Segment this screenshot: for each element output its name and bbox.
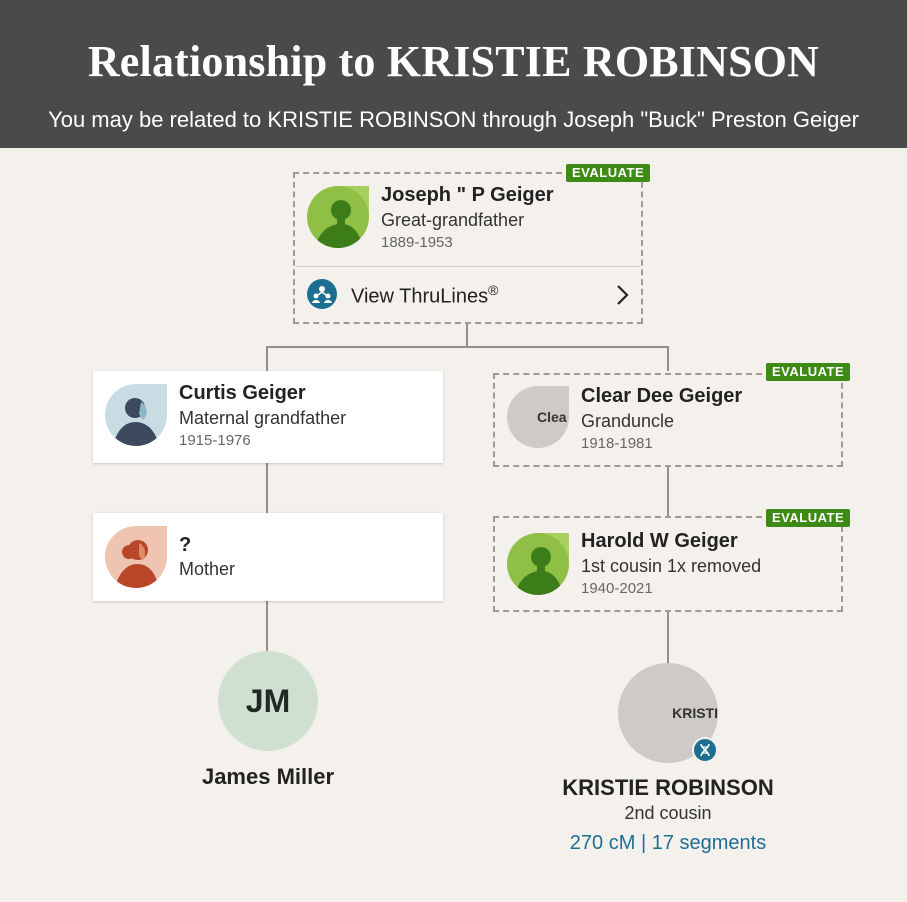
avatar xyxy=(105,384,167,446)
match-relation: 2nd cousin xyxy=(624,803,712,823)
granduncle-name: Clear Dee Geiger xyxy=(581,385,743,407)
ancestor-card[interactable]: EVALUATE Joseph " P Geiger Great-grandfa… xyxy=(293,164,651,324)
male-avatar-icon xyxy=(507,533,569,595)
page-title: Relationship to KRISTIE ROBINSON xyxy=(87,37,820,86)
thrulines-label-wrap: View ThruLines® xyxy=(351,282,498,309)
dna-icon xyxy=(692,737,718,763)
connector-line xyxy=(266,346,268,371)
connector-line xyxy=(266,463,268,513)
parent-name: ? xyxy=(179,534,192,556)
ancestor-name: Joseph " P Geiger xyxy=(381,184,554,206)
connector-line xyxy=(667,612,669,664)
card-divider xyxy=(295,266,641,267)
evaluate-badge[interactable]: EVALUATE xyxy=(766,363,851,381)
grandparent-relation: Maternal grandfather xyxy=(179,408,347,428)
grandparent-dates: 1915-1976 xyxy=(179,432,251,449)
grandparent-name: Curtis Geiger xyxy=(179,382,306,404)
evaluate-badge[interactable]: EVALUATE xyxy=(766,509,851,527)
cousin-relation: 1st cousin 1x removed xyxy=(581,556,762,576)
granduncle-card[interactable]: Clea EVALUATE Clear Dee Geiger Granduncl… xyxy=(493,363,851,467)
cousin-dates: 1940-2021 xyxy=(581,580,653,597)
male-avatar-icon xyxy=(307,186,369,248)
grandparent-card[interactable]: Curtis Geiger Maternal grandfather 1915-… xyxy=(93,371,443,463)
ancestor-relation: Great-grandfather xyxy=(381,210,525,230)
granduncle-dates: 1918-1981 xyxy=(581,435,653,452)
avatar xyxy=(307,186,369,248)
self-name: James Miller xyxy=(201,764,335,789)
page-header: Relationship to KRISTIE ROBINSON You may… xyxy=(0,0,907,148)
match-name[interactable]: KRISTIE ROBINSON xyxy=(562,775,774,800)
parent-relation: Mother xyxy=(179,559,236,579)
thrulines-label: View ThruLines xyxy=(351,285,489,308)
connector-line xyxy=(466,323,468,347)
ancestor-dates: 1889-1953 xyxy=(381,234,453,251)
granduncle-relation: Granduncle xyxy=(581,411,675,431)
view-thrulines-button[interactable]: View ThruLines® xyxy=(295,267,641,322)
registered-mark: ® xyxy=(488,282,499,298)
chevron-right-icon xyxy=(615,284,629,311)
cousin-name: Harold W Geiger xyxy=(581,530,738,552)
people-tree-icon xyxy=(307,279,337,309)
avatar: Clea xyxy=(507,386,569,448)
shared-dna-link[interactable]: 270 cM | 17 segments xyxy=(569,832,767,854)
connector-line xyxy=(667,346,669,371)
cousin-card[interactable]: EVALUATE Harold W Geiger 1st cousin 1x r… xyxy=(493,509,851,612)
avatar xyxy=(507,533,569,595)
initials-avatar[interactable]: JM xyxy=(218,651,318,751)
connector-line xyxy=(266,601,268,651)
avatar-text: Clea xyxy=(537,409,567,425)
parent-card[interactable]: ? Mother xyxy=(93,513,443,601)
avatar-text: KRISTI xyxy=(672,705,718,721)
avatar xyxy=(105,526,167,588)
female-avatar-icon xyxy=(105,526,167,588)
connector-line xyxy=(667,467,669,516)
connector-line xyxy=(266,346,669,348)
initials: JM xyxy=(245,682,291,719)
page-subtitle: You may be related to KRISTIE ROBINSON t… xyxy=(48,107,859,132)
evaluate-badge[interactable]: EVALUATE xyxy=(566,164,651,182)
male-avatar-icon xyxy=(105,384,167,446)
